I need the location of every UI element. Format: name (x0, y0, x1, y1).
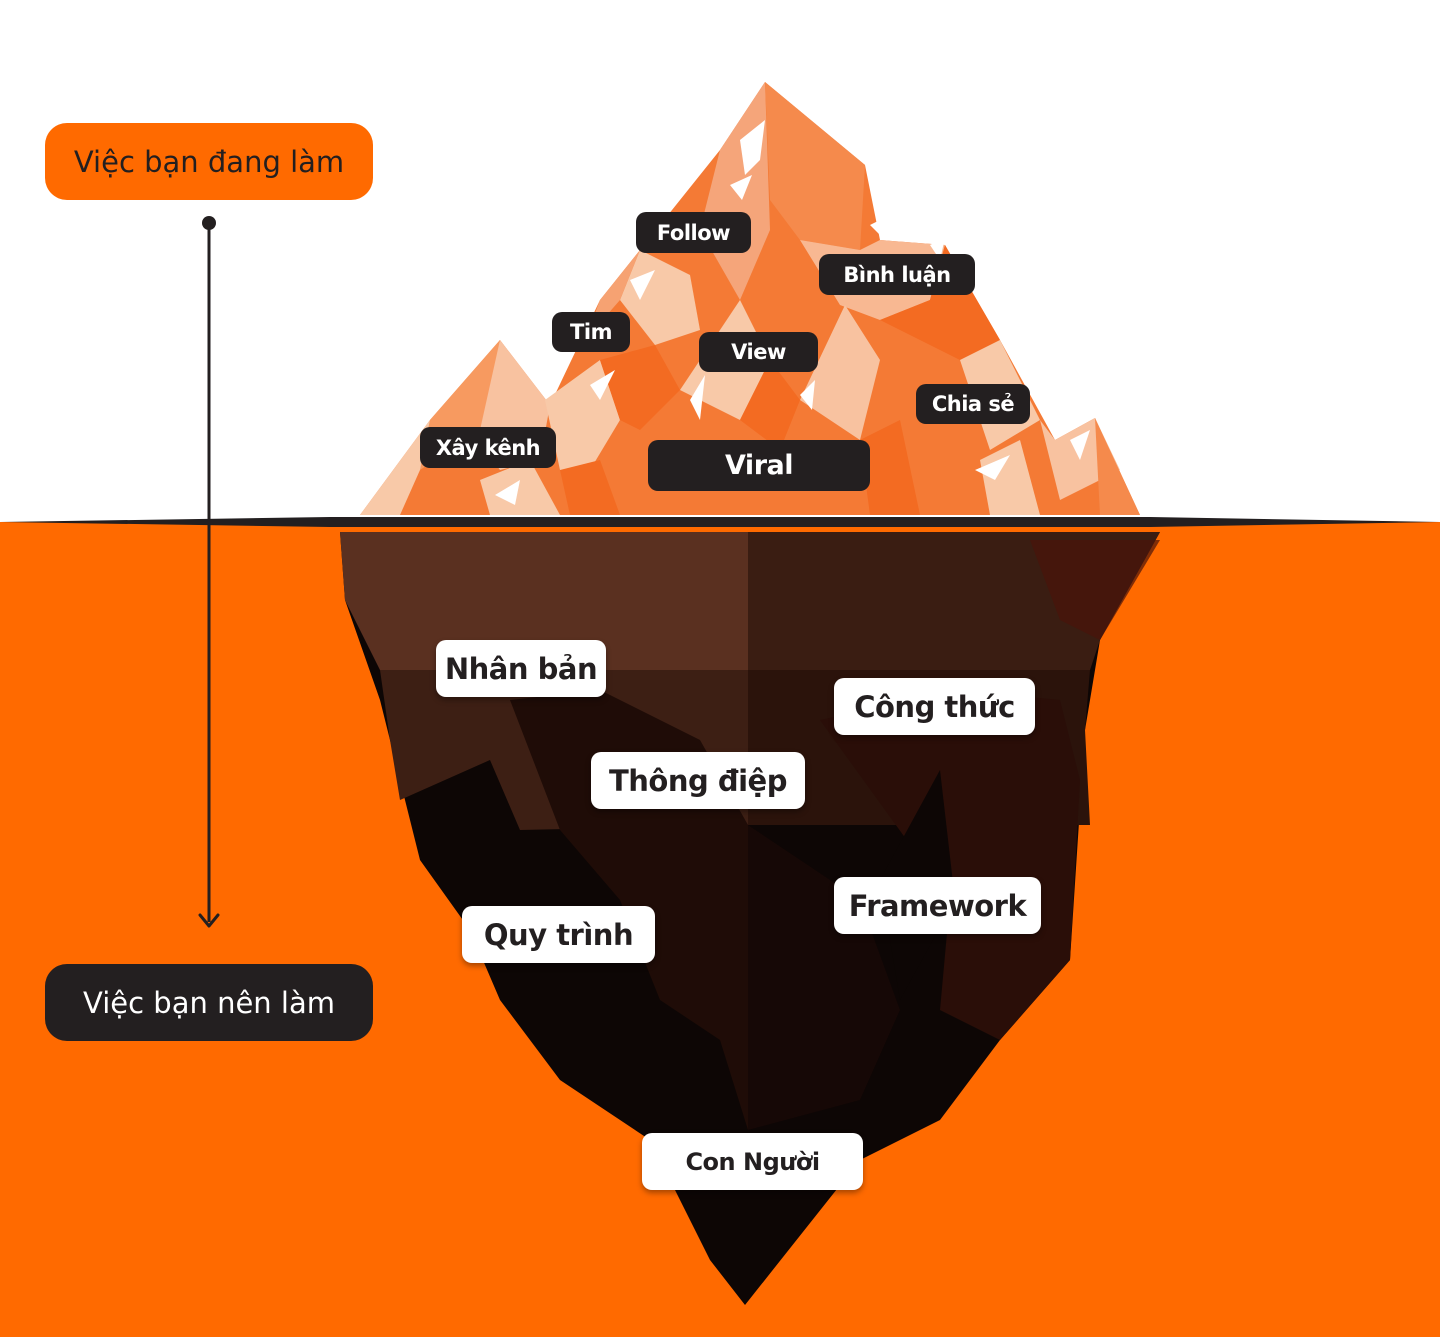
tag-view: View (699, 332, 818, 372)
tag-cong-thuc: Công thức (834, 678, 1035, 735)
tag-framework: Framework (834, 877, 1041, 934)
tag-nhan-ban: Nhân bản (436, 640, 606, 697)
tag-binh-luan: Bình luận (819, 254, 975, 295)
tag-thong-diep: Thông điệp (591, 752, 805, 809)
current-actions-label: Việc bạn đang làm (45, 123, 373, 200)
waterline (0, 517, 1440, 527)
tag-chia-se: Chia sẻ (916, 384, 1030, 424)
iceberg-above-water (360, 82, 1140, 515)
recommended-actions-label: Việc bạn nên làm (45, 964, 373, 1041)
arrow-start-dot-icon (202, 216, 216, 230)
tag-viral: Viral (648, 440, 870, 491)
tag-tim: Tim (552, 312, 630, 352)
depth-arrow (198, 216, 220, 928)
tag-follow: Follow (636, 212, 751, 253)
tag-con-nguoi: Con Người (642, 1133, 863, 1190)
arrow-down-icon (198, 913, 220, 928)
tag-quy-trinh: Quy trình (462, 906, 655, 963)
tag-xay-kenh: Xây kênh (420, 427, 556, 468)
